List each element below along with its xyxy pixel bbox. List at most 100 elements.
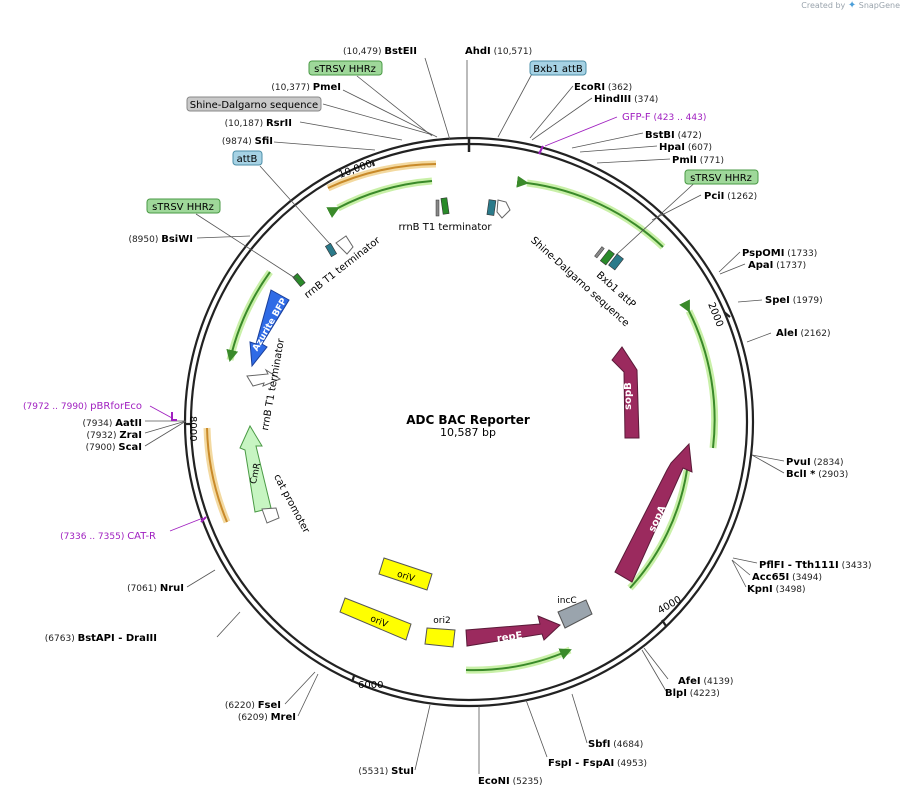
cat-r-mark [200, 516, 207, 523]
cat-r-leader [169, 517, 204, 532]
sTRSV-marker-left [292, 273, 306, 287]
arc-top-right [516, 175, 664, 248]
site-hindiii: HindIII (374) [594, 94, 658, 105]
cat-promoter-arrow [261, 507, 280, 524]
plasmid-size: 10,587 bp [440, 426, 496, 439]
tick-mark [723, 311, 731, 318]
site-fspi: FspI - FspAI (4953) [548, 758, 647, 769]
tick-label: 6000 [358, 680, 383, 691]
site-aatii: (7934) AatII [82, 418, 142, 429]
site-scai: (7900) ScaI [86, 442, 142, 453]
site-pflfi: PflFI - Tth111I (3433) [759, 560, 872, 571]
cat-promoter-label: cat promoter [271, 472, 312, 535]
tick-label: 8000 [187, 416, 198, 441]
coding-features: sopB sopA repE oriV oriV Azurite BFP CmR [239, 197, 693, 648]
ori2-label: ori2 [433, 616, 450, 626]
restriction-sites: (10,479) BstEII AhdI (10,571) (10,377) Pme… [45, 46, 872, 787]
repE-feature [465, 615, 561, 647]
arc-halo-orange-left [203, 427, 231, 524]
site-ahdi: AhdI (10,571) [465, 46, 532, 57]
incC-label: incC [557, 596, 576, 606]
sopA-feature [614, 442, 693, 583]
site-pmli: PmlI (771) [672, 155, 724, 166]
primer-labels: GFP-F (423 .. 443) (7972 .. 7990) pBRforE… [23, 112, 706, 542]
rrnb-terminator-arrow-top [496, 199, 511, 219]
site-hpai: HpaI (607) [659, 142, 712, 153]
ori2-feature [424, 627, 456, 648]
sTRSV-marker-top [440, 197, 450, 215]
site-kpni: KpnI (3498) [747, 584, 806, 595]
site-bcli: BclI * (2903) [786, 469, 848, 480]
site-bstapi: (6763) BstAPI - DraIII [45, 633, 157, 644]
snapgene-logo-icon: ✦ [847, 0, 857, 11]
arc-features [203, 160, 719, 674]
site-rsrii: (10,187) RsrII [225, 118, 292, 129]
primer-marks [149, 116, 618, 532]
oriV-feature-lower [339, 597, 412, 641]
label-text-attB: attB [237, 154, 258, 165]
site-bsteii: (10,479) BstEII [343, 46, 417, 57]
primer-gfp-f: GFP-F (423 .. 443) [622, 112, 706, 123]
arc-top-left [326, 180, 433, 218]
site-nrui: (7061) NruI [127, 583, 184, 594]
gfp-f-leader [544, 116, 618, 147]
azurite-bfp-feature [249, 289, 290, 368]
label-box-sTRSV-top [308, 60, 383, 76]
gfp-f-mark [538, 145, 544, 155]
site-fsei: (6220) FseI [225, 700, 281, 711]
arc-halo-top-right [526, 179, 666, 250]
site-pcii: PciI (1262) [704, 191, 757, 202]
sTRSV-marker-right [599, 249, 615, 266]
cmr-label: CmR [249, 462, 263, 485]
site-bstbi: BstBI (472) [645, 130, 702, 141]
label-text-sTRSV-left: sTRSV HHRz [152, 202, 214, 213]
tick-mark [661, 619, 667, 627]
cmr-feature [239, 424, 272, 513]
label-box-sTRSV-left [146, 198, 221, 214]
arc-orange-top [327, 163, 437, 189]
arc-halo-top-left [336, 177, 433, 212]
rrnb-terminator-arrow-left [246, 368, 282, 387]
site-ecori: EcoRI (362) [574, 82, 632, 93]
created-by-text: Created by [801, 1, 846, 10]
rrnb-terminator-label-top: rrnB T1 terminator [398, 222, 492, 233]
rrnb-terminator-arrow-top-left [335, 235, 354, 255]
arc-right [679, 299, 716, 449]
shine-dalgarno-marker-top [435, 199, 440, 217]
repE-label: repE [496, 630, 523, 644]
label-box-shine-dalgarno [186, 96, 322, 112]
sopB-feature [611, 346, 640, 439]
site-alei: AleI (2162) [776, 328, 830, 339]
pbrforeco-leader [149, 405, 173, 419]
boxed-labels: sTRSV HHRz Bxb1 attB Shine-Dalgarno sequ… [146, 60, 759, 214]
label-box-attB [232, 150, 263, 166]
site-blpi: BlpI (4223) [665, 688, 720, 699]
arc-left [226, 271, 271, 362]
site-acc65i: Acc65I (3494) [752, 572, 822, 583]
label-text-sTRSV-top: sTRSV HHRz [314, 64, 376, 75]
primer-pbrforeco: (7972 .. 7990) pBRforEco [23, 401, 142, 412]
tick-mark [370, 159, 376, 167]
arc-right-lower [629, 469, 688, 589]
arc-bottom [465, 648, 572, 672]
site-econi: EcoNI (5235) [478, 776, 543, 787]
oriV-feature-upper [378, 557, 433, 591]
site-spei: SpeI (1979) [765, 295, 823, 306]
site-pmei: (10,377) PmeI [271, 82, 341, 93]
sopB-label: sopB [623, 382, 634, 410]
bxb1-attB-marker [486, 199, 497, 216]
incC-feature [557, 599, 593, 629]
plasmid-title: ADC BAC Reporter [406, 413, 530, 427]
attB-marker [324, 242, 338, 258]
tick-mark [350, 675, 356, 683]
label-text-shine-dalgarno: Shine-Dalgarno sequence [190, 100, 318, 111]
primer-cat-r: (7336 .. 7355) CAT-R [60, 531, 156, 542]
snapgene-logo-text: SnapGene [858, 1, 900, 10]
site-apai: ApaI (1737) [748, 260, 806, 271]
site-pvui: PvuI (2834) [786, 457, 843, 468]
site-afei: AfeI (4139) [678, 676, 733, 687]
snapgene-branding: Created by ✦ SnapGene [801, 0, 900, 11]
label-text-bxb1-attB: Bxb1 attB [533, 64, 583, 75]
arc-orange-left [206, 427, 228, 523]
